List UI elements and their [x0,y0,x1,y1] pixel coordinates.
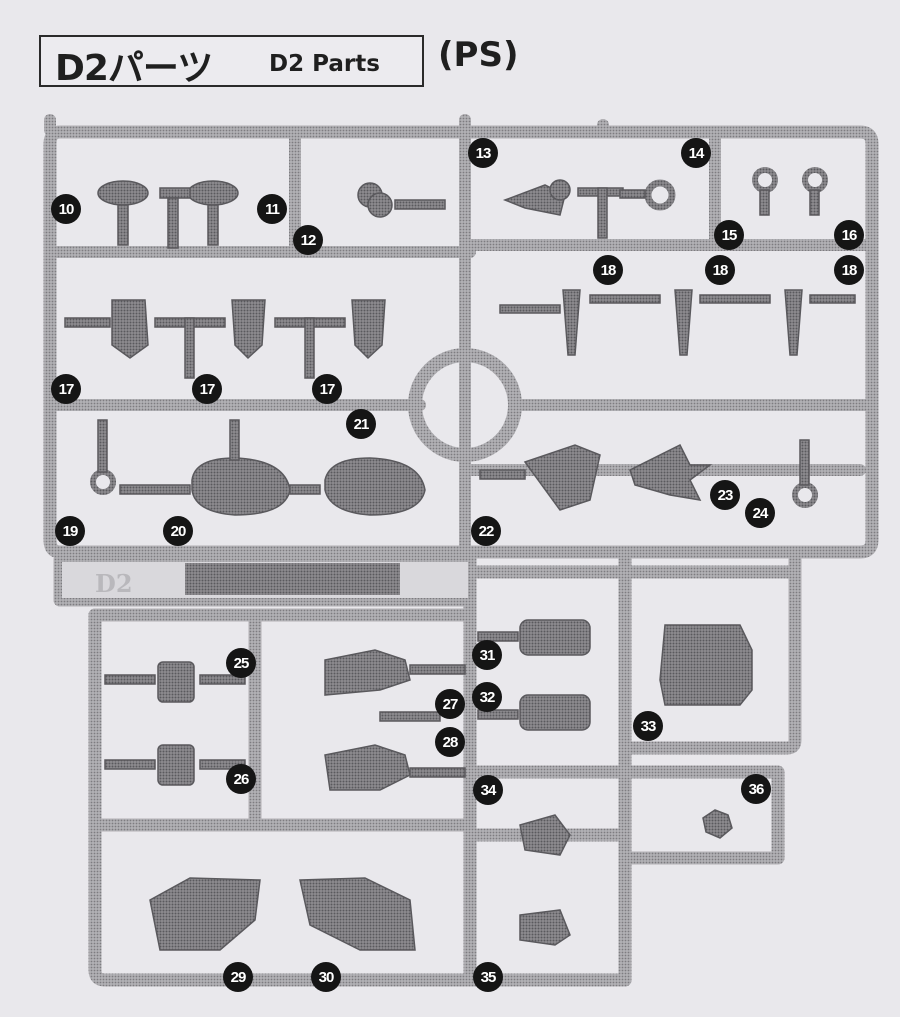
part-number: 28 [443,734,458,751]
part-label: 23 [710,480,740,510]
part-number: 29 [231,969,246,986]
parts-row-1 [97,167,828,249]
part-number: 18 [842,262,857,279]
part-number: 26 [234,771,249,788]
part-number: 34 [481,782,497,799]
part-number: 11 [265,201,280,218]
part-label: 25 [226,648,256,678]
title-box: D2パーツ D2 Parts [39,35,424,89]
material-code: (PS) [438,35,519,75]
part-number: 25 [234,655,249,672]
part-number: 19 [63,523,78,540]
page-subtitle: D2 Parts [269,51,380,77]
part-label: 14 [681,138,711,168]
part-label: 19 [55,516,85,546]
part-number: 13 [476,145,491,162]
tag-bar [185,563,400,595]
parts-row-3 [90,419,818,516]
sprue-tag-label: D2 [95,569,133,598]
part-label: 10 [51,194,81,224]
part-label: 27 [435,689,465,719]
part-label: 34 [473,775,503,805]
center-ring [408,348,522,462]
part-label: 17 [312,374,342,404]
part-label: 18 [834,255,864,285]
part-label: 29 [223,962,253,992]
part-label: 15 [714,220,744,250]
part-labels: 10 11 12 13 14 15 16 18 18 18 17 17 17 2… [51,138,864,992]
part-number: 16 [842,227,857,244]
part-number: 10 [59,201,74,218]
page-title: D2パーツ [55,48,213,89]
part-label: 17 [51,374,81,404]
part-number: 33 [641,718,656,735]
part-label: 33 [633,711,663,741]
parts-row-2 [64,289,856,379]
part-label: 30 [311,962,341,992]
part-label: 17 [192,374,222,404]
part-label: 35 [473,962,503,992]
part-number: 14 [689,145,705,162]
part-label: 31 [472,640,502,670]
part-number: 20 [171,523,186,540]
part-number: 21 [354,416,369,433]
part-number: 15 [722,227,737,244]
part-number: 17 [59,381,74,398]
part-number: 24 [753,505,769,522]
part-label: 18 [705,255,735,285]
part-label: 20 [163,516,193,546]
part-number: 27 [443,696,458,713]
runner-internal [44,114,878,558]
part-label: 21 [346,409,376,439]
part-label: 24 [745,498,775,528]
parts-lower [104,619,753,951]
part-number: 31 [480,647,495,664]
part-label: 36 [741,774,771,804]
part-label: 32 [472,682,502,712]
part-label: 11 [257,194,287,224]
part-number: 32 [480,689,495,706]
part-label: 26 [226,764,256,794]
part-label: 13 [468,138,498,168]
part-number: 30 [319,969,334,986]
part-label: 12 [293,225,323,255]
part-number: 36 [749,781,764,798]
runner-frame [43,125,879,987]
part-label: 16 [834,220,864,250]
part-number: 18 [713,262,728,279]
part-number: 12 [301,232,316,249]
part-number: 17 [320,381,335,398]
part-label: 28 [435,727,465,757]
part-number: 18 [601,262,616,279]
part-label: 18 [593,255,623,285]
part-number: 23 [718,487,733,504]
part-number: 17 [200,381,215,398]
part-label: 22 [471,516,501,546]
part-number: 35 [481,969,496,986]
part-number: 22 [479,523,494,540]
